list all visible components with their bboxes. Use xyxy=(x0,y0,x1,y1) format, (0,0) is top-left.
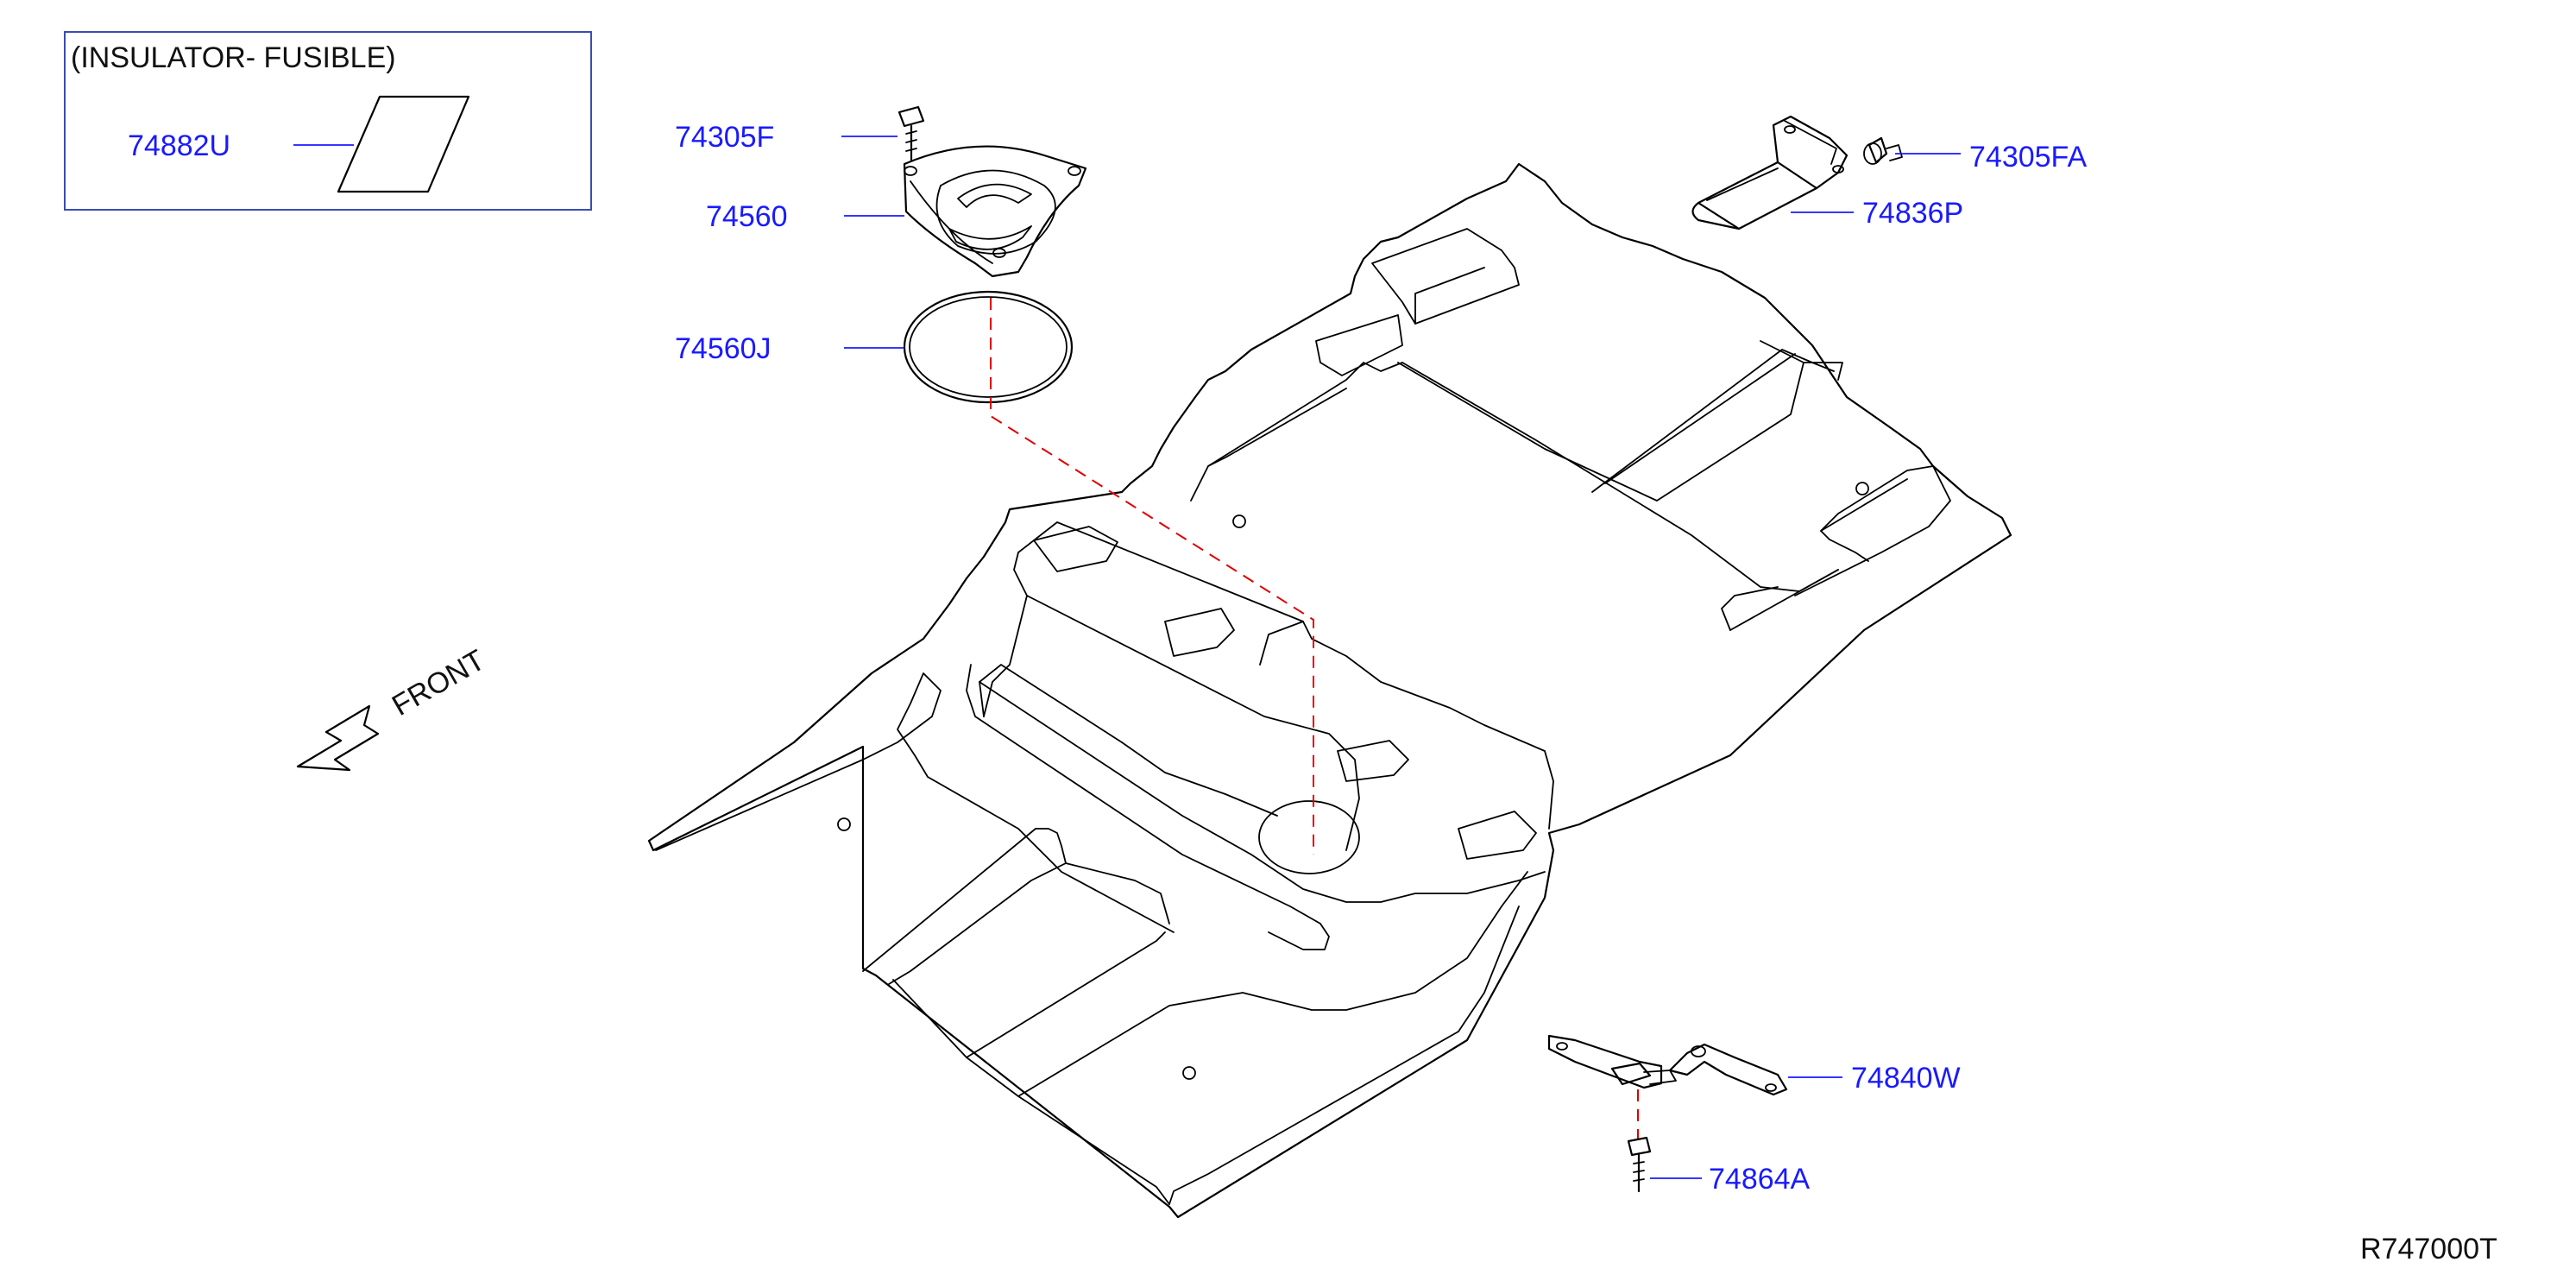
clip-74305fa xyxy=(1863,136,1903,165)
label-74305f: 74305F xyxy=(675,121,774,154)
bolt-74864a xyxy=(1627,1136,1652,1193)
dashed-reference-line xyxy=(990,298,1314,855)
diagram-code: R747000T xyxy=(2360,1233,2497,1265)
inset-box: (INSULATOR- FUSIBLE) 74882U xyxy=(64,31,592,211)
insulator-pad xyxy=(337,95,470,193)
cap-74560 xyxy=(903,145,1087,278)
label-74560j: 74560J xyxy=(675,332,772,365)
bracket-74840w xyxy=(1547,1034,1788,1096)
front-label: FRONT xyxy=(387,643,490,722)
floor-panel xyxy=(647,162,2012,1219)
inset-title: (INSULATOR- FUSIBLE) xyxy=(71,41,396,74)
label-74882u: 74882U xyxy=(128,129,230,162)
duct-74836p xyxy=(1691,115,1849,230)
front-arrow-icon xyxy=(296,704,380,772)
label-74560: 74560 xyxy=(706,200,788,233)
bolt-74305f xyxy=(898,105,925,161)
label-74864a: 74864A xyxy=(1709,1163,1811,1196)
label-74840w: 74840W xyxy=(1851,1062,1961,1095)
label-74305fa: 74305FA xyxy=(1969,141,2087,174)
part-labels: 74305F 74560 74560J 74305FA 74836P 74840… xyxy=(675,121,2087,1196)
label-74836p: 74836P xyxy=(1862,197,1963,230)
ring-74560j xyxy=(903,290,1074,404)
